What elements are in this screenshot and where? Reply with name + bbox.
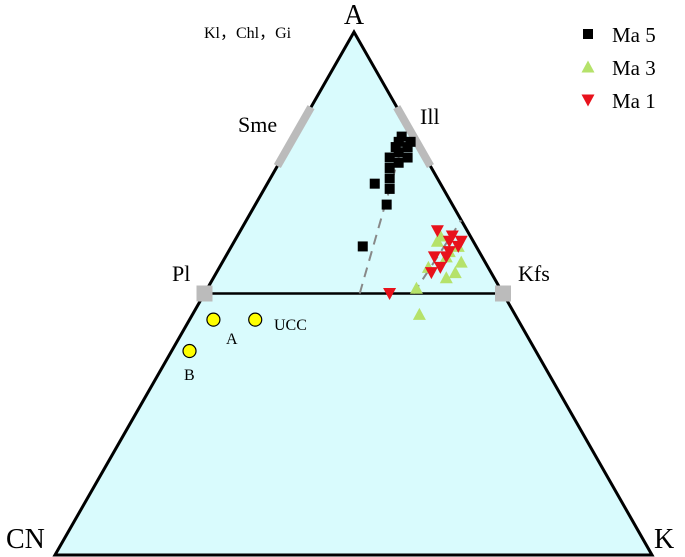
point-ma1-3 [433, 261, 447, 274]
reference-point-b [182, 343, 197, 359]
point-ma5-7 [393, 157, 404, 168]
legend-marker-ma1 [581, 94, 595, 107]
legend-label-ma1: Ma 1 [612, 89, 656, 113]
point-ma5-6 [384, 162, 395, 173]
mineral-label-kfs: Kfs [518, 261, 550, 286]
series-ma1 [383, 225, 468, 300]
series-ma5 [357, 131, 416, 252]
point-ma5-14 [396, 131, 407, 142]
mineral-markers [196, 105, 511, 302]
data-series [357, 131, 468, 320]
top-note: Kl，Chl，Gi [204, 25, 292, 42]
point-ma3-6 [454, 255, 468, 268]
point-ma5-1 [357, 241, 368, 252]
point-ma5-10 [393, 147, 404, 158]
legend-markers [581, 29, 595, 107]
point-ma1-6 [442, 246, 456, 259]
reference-point-ucc [248, 312, 263, 327]
reference-points [182, 312, 263, 359]
vertex-label-a: A [344, 0, 365, 31]
point-ma3-4 [448, 266, 462, 279]
point-ma3-3 [439, 271, 453, 284]
mineral-marker-ill [393, 105, 434, 169]
point-ma5-8 [384, 152, 395, 163]
mineral-marker-sme [273, 105, 315, 169]
reference-label-ucc: UCC [274, 317, 307, 334]
reference-label-a: A [226, 331, 238, 348]
vertex-label-k: K [654, 524, 674, 555]
mineral-marker-kfs [495, 285, 511, 302]
reference-point-a [206, 312, 221, 327]
legend-marker-ma3 [581, 60, 595, 73]
legend-label-ma5: Ma 5 [612, 23, 656, 47]
point-ma3-2 [409, 281, 423, 294]
point-ma1-4 [427, 251, 441, 264]
point-ma5-13 [393, 136, 404, 147]
point-ma5-5 [384, 173, 395, 184]
point-ma5-2 [381, 199, 392, 210]
mineral-label-sme: Sme [238, 112, 277, 137]
mineral-label-ill: Ill [420, 104, 440, 129]
point-ma5-9 [402, 152, 413, 163]
legend-marker-ma5 [583, 29, 593, 39]
series-ma3 [409, 229, 468, 320]
point-ma1-1 [383, 288, 397, 300]
point-ma5-12 [402, 142, 413, 153]
point-ma3-1 [412, 307, 426, 320]
point-ma1-2 [424, 267, 438, 280]
point-ma5-3 [384, 183, 395, 194]
point-ma1-11 [430, 225, 444, 238]
mineral-label-pl: Pl [172, 261, 190, 286]
reference-label-b: B [184, 367, 195, 384]
point-ma1-9 [454, 235, 468, 248]
legend-label-ma3: Ma 3 [612, 56, 656, 80]
mineral-marker-pl [196, 285, 213, 302]
point-ma3-10 [433, 229, 447, 242]
point-ma5-15 [405, 136, 416, 147]
point-ma5-11 [390, 142, 401, 153]
legend: Ma 5 Ma 3 Ma 1 [581, 23, 656, 113]
vertex-label-cn: CN [6, 524, 45, 555]
point-ma1-10 [445, 230, 459, 243]
point-ma5-4 [369, 178, 380, 189]
